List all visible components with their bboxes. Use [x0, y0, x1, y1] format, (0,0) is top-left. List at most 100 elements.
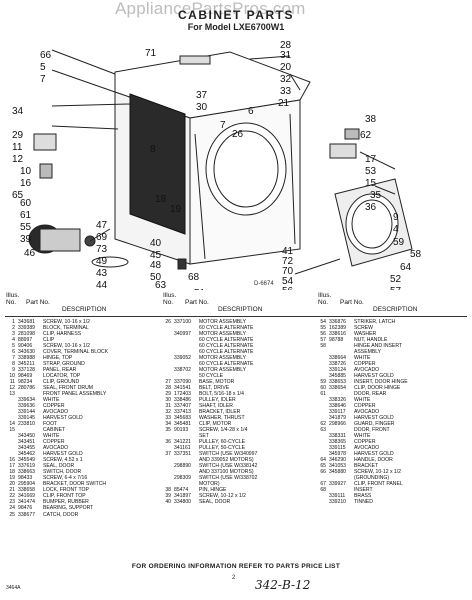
part-number: 346290: [329, 457, 346, 464]
callout-number: 41: [282, 246, 294, 257]
item-number: 24: [9, 505, 15, 512]
part-number: 98788: [329, 337, 344, 344]
part-description: SHAFT, IDLER: [199, 403, 233, 410]
part-description: CATCH, DOOR: [43, 511, 79, 518]
part-description: 60 CYCLE ALTERNATE: [199, 361, 254, 368]
item-number: 40: [165, 499, 171, 506]
part-number: 338663: [18, 469, 35, 476]
item-number: 31: [165, 403, 171, 410]
callout-number: 29: [12, 130, 24, 141]
part-description: HARVEST GOLD: [354, 451, 394, 458]
callout-number: 65: [12, 190, 24, 201]
part-description: CABINET: [43, 427, 66, 434]
item-number: 57: [320, 337, 326, 344]
part-number: 336876: [329, 319, 346, 325]
part-number: 337100: [174, 319, 191, 325]
part-description: SCREW: [354, 325, 373, 332]
part-description: MOTOR ASSEMBLY: [199, 331, 247, 338]
ordering-footer: FOR ORDERING INFORMATION REFER TO PARTS …: [131, 563, 341, 570]
item-number: 9: [12, 367, 15, 374]
callout-number: 49: [96, 256, 108, 267]
table-row: 345978 HARVEST GOLD: [315, 451, 467, 457]
model-subtitle: For Model LXE6700W1: [187, 22, 285, 32]
callout-number: 32: [280, 74, 292, 85]
part-number: 341879: [329, 415, 346, 422]
callout-number: 42: [96, 289, 108, 290]
callout-number: 9: [393, 212, 399, 223]
part-description: SWITCH (USE W/338702: [199, 475, 258, 482]
item-number: 27: [165, 379, 171, 386]
callout-number: 19: [170, 204, 182, 215]
callout-number: 57: [390, 286, 402, 290]
callout-number: 59: [393, 237, 405, 248]
callout-number: 70: [282, 266, 294, 277]
part-number: 345978: [329, 451, 346, 458]
item-number: 35: [165, 427, 171, 434]
part-number: 339117: [329, 409, 346, 416]
callout-number: 54: [282, 276, 294, 287]
part-number: 298309: [174, 475, 191, 482]
part-description: BASE, MOTOR: [199, 379, 235, 386]
part-description: MOTOR): [199, 481, 220, 488]
part-number: 281098: [18, 331, 35, 338]
callout-number: 36: [365, 202, 377, 213]
callout-number: 21: [278, 98, 290, 109]
part-number: 337351: [174, 451, 191, 458]
page-number: 2: [232, 575, 236, 581]
part-number: 339111: [329, 493, 346, 500]
item-number: 20: [9, 481, 15, 488]
part-number: 337128: [18, 367, 35, 374]
part-number: 338365: [329, 439, 346, 446]
part-description: WASHER: [354, 331, 377, 338]
part-description: COPPER: [354, 361, 376, 368]
callout-number: 7: [40, 74, 46, 85]
part-number: 345211: [18, 361, 35, 368]
part-number: 341474: [18, 499, 35, 506]
item-number: 2: [12, 325, 15, 332]
part-number: 334800: [174, 499, 191, 506]
item-number: 33: [165, 415, 171, 422]
callout-number: 10: [20, 166, 32, 177]
item-number: 36: [165, 439, 171, 446]
callout-number: 15: [365, 178, 377, 189]
part-description: CLIP, HARNESS: [43, 331, 82, 338]
item-number: 11: [9, 379, 15, 386]
item-number: 66: [320, 469, 326, 476]
table-row: 60 CYCLE ALTERNATE: [160, 361, 310, 367]
item-number: 12: [9, 385, 15, 392]
item-number: 3: [12, 331, 15, 338]
callout-number: 31: [280, 50, 292, 61]
table-row: 60 CYCLE ALTERNATE: [160, 349, 310, 355]
part-description: WHITE: [354, 397, 371, 404]
part-description: SWITCH (USE W/340997: [199, 451, 258, 458]
callout-number: 64: [400, 262, 412, 273]
callout-number: 48: [150, 260, 162, 271]
item-number: 34: [165, 421, 171, 428]
part-number: 345462: [18, 451, 35, 458]
part-description: SCREW, 1/4-28 x 1/4: [199, 427, 248, 434]
callout-number: 60: [20, 198, 32, 209]
callout-number: 8: [150, 144, 156, 155]
callout-number: 11: [12, 142, 23, 153]
